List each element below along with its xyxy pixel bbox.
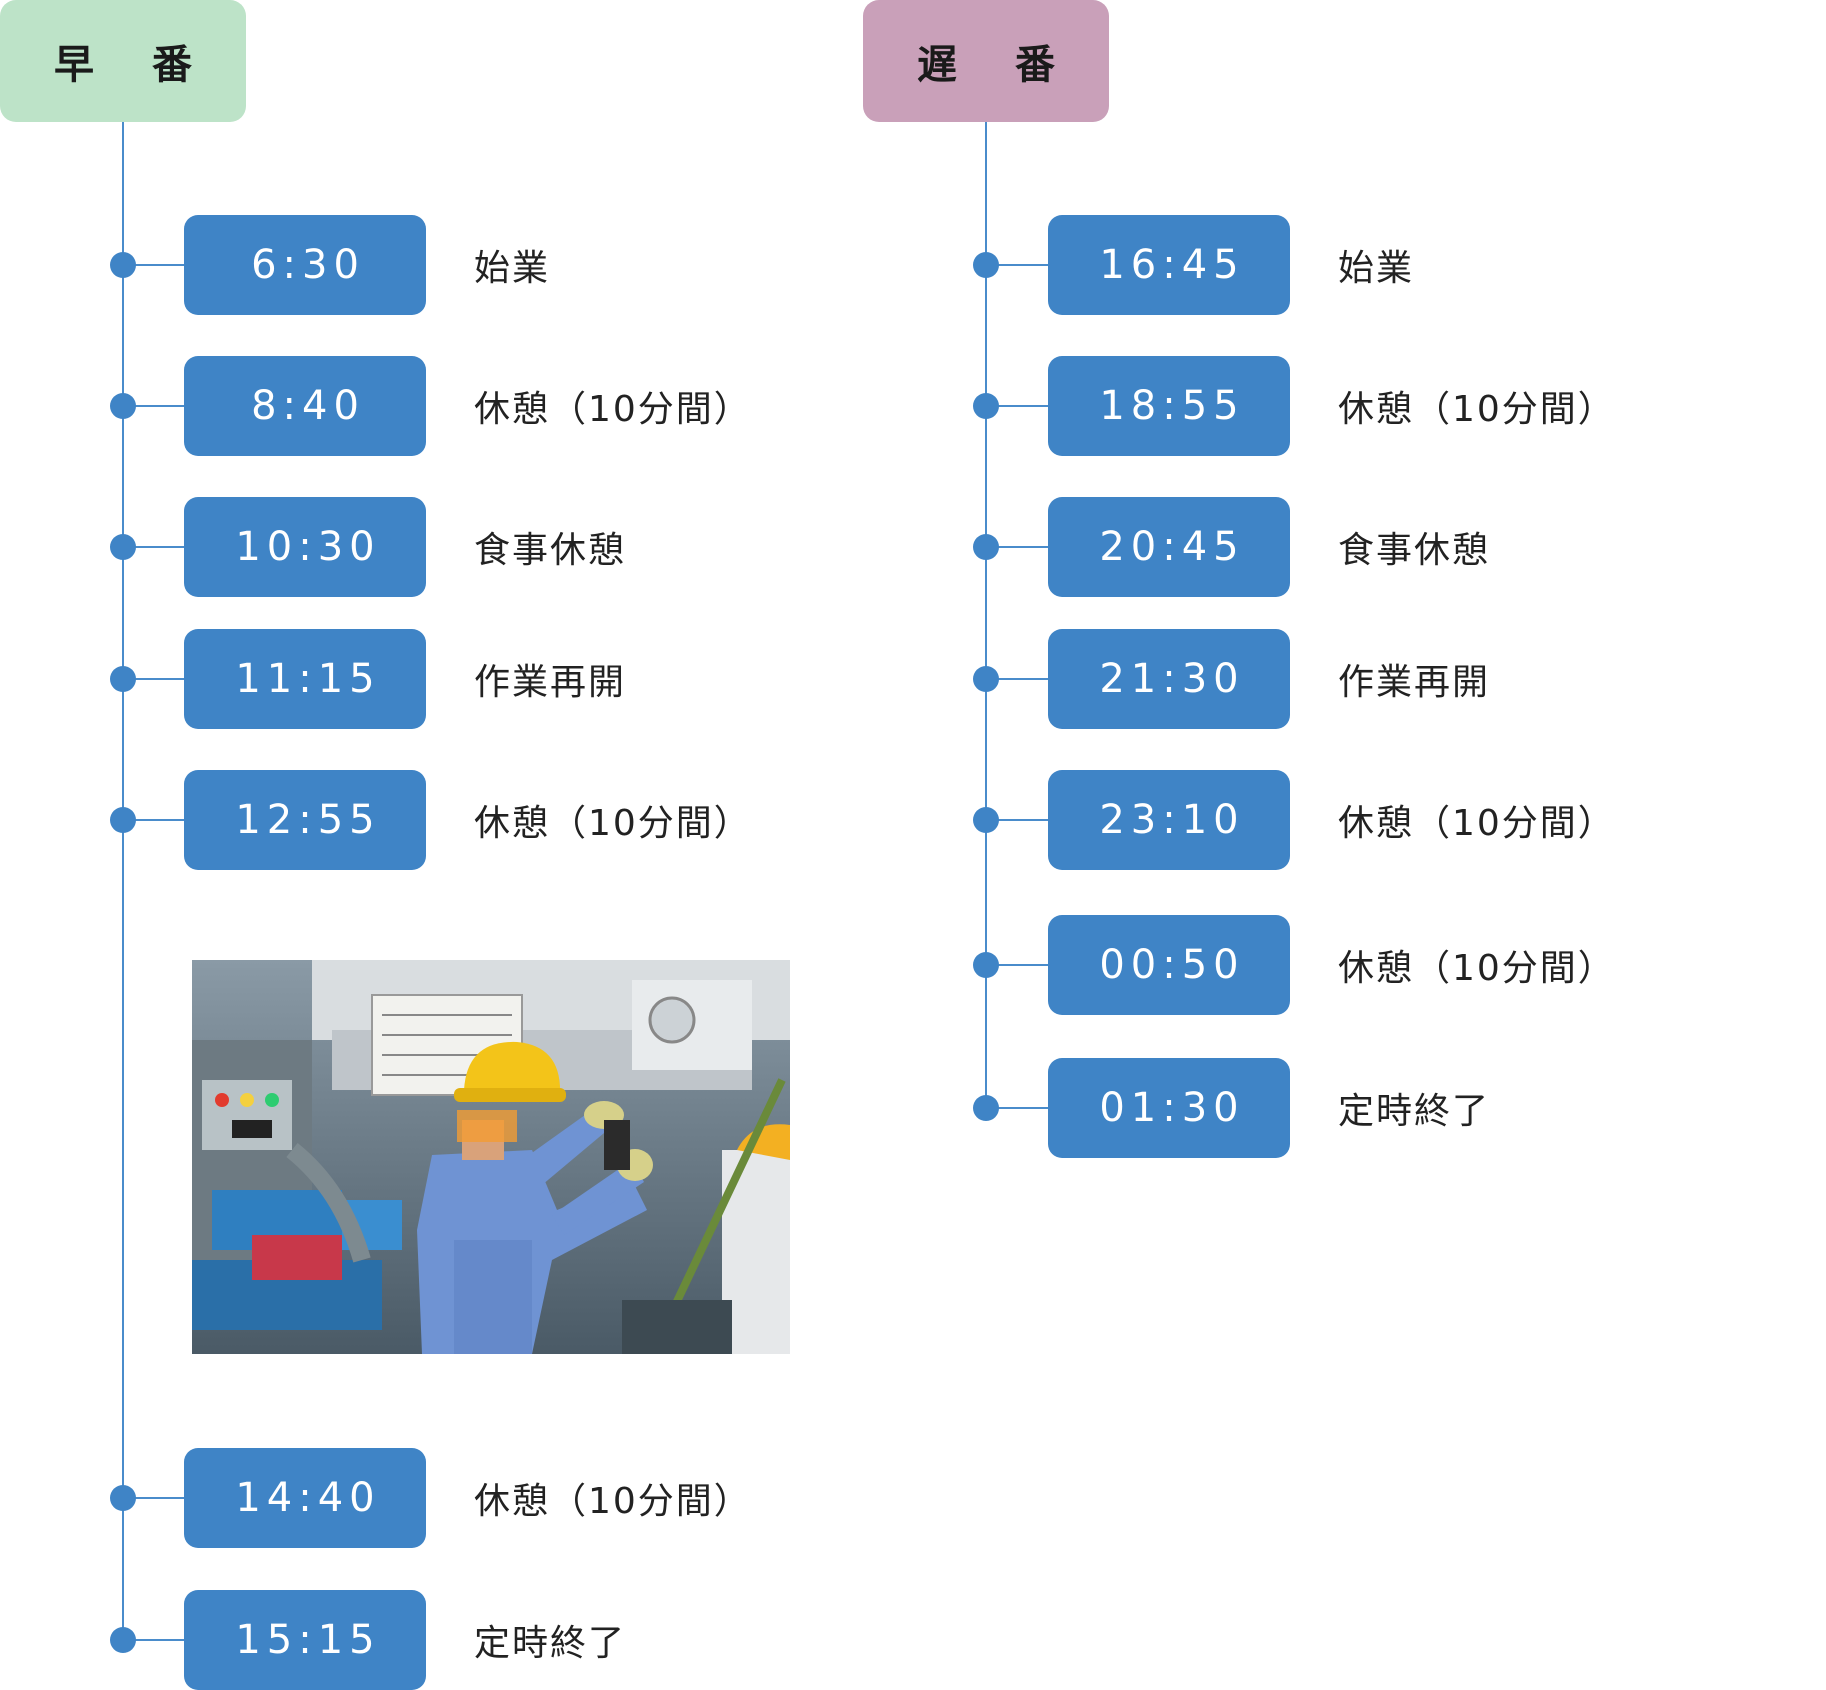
early-timeline-dot <box>110 1627 136 1653</box>
time-text: 11:15 <box>235 656 381 702</box>
late-connector <box>985 964 1048 966</box>
time-text: 00:50 <box>1099 942 1245 988</box>
late-timeline-dot <box>973 1095 999 1121</box>
early-time-badge: 14:40 <box>184 1448 426 1548</box>
event-text: 休憩（10分間） <box>474 803 752 844</box>
time-text: 6:30 <box>251 242 365 288</box>
early-event-label: 定時終了 <box>474 1590 626 1690</box>
event-text: 始業 <box>474 248 551 289</box>
event-text: 作業再開 <box>474 662 627 703</box>
event-text: 定時終了 <box>1338 1091 1491 1132</box>
event-text: 定時終了 <box>474 1623 627 1664</box>
late-time-badge: 21:30 <box>1048 629 1290 729</box>
late-timeline-dot <box>973 534 999 560</box>
time-text: 18:55 <box>1099 383 1245 429</box>
event-text: 作業再開 <box>1338 662 1491 703</box>
early-timeline-dot <box>110 393 136 419</box>
early-connector <box>122 405 184 407</box>
event-text: 休憩（10分間） <box>474 1481 752 1522</box>
early-event-label: 休憩（10分間） <box>474 770 752 870</box>
event-text: 休憩（10分間） <box>1338 803 1616 844</box>
early-connector <box>122 678 184 680</box>
early-event-label: 食事休憩 <box>474 497 626 597</box>
early-event-label: 休憩（10分間） <box>474 1448 752 1548</box>
early-connector <box>122 546 184 548</box>
event-text: 休憩（10分間） <box>474 389 752 430</box>
event-text: 休憩（10分間） <box>1338 389 1616 430</box>
time-text: 01:30 <box>1099 1085 1245 1131</box>
late-timeline-line <box>985 122 987 1109</box>
late-event-label: 始業 <box>1338 215 1414 315</box>
late-connector <box>985 264 1048 266</box>
late-connector <box>985 678 1048 680</box>
early-timeline-dot <box>110 534 136 560</box>
late-time-badge: 23:10 <box>1048 770 1290 870</box>
event-text: 休憩（10分間） <box>1338 948 1616 989</box>
late-time-badge: 01:30 <box>1048 1058 1290 1158</box>
late-event-label: 食事休憩 <box>1338 497 1490 597</box>
early-timeline-dot <box>110 1485 136 1511</box>
early-time-badge: 6:30 <box>184 215 426 315</box>
time-text: 21:30 <box>1099 656 1245 702</box>
early-time-badge: 8:40 <box>184 356 426 456</box>
late-shift-title: 遅 番 <box>917 42 1077 88</box>
late-time-badge: 00:50 <box>1048 915 1290 1015</box>
factory-worker-photo <box>192 960 790 1354</box>
late-event-label: 休憩（10分間） <box>1338 915 1616 1015</box>
late-timeline-dot <box>973 807 999 833</box>
late-event-label: 休憩（10分間） <box>1338 770 1616 870</box>
late-connector <box>985 405 1048 407</box>
early-shift-header: 早 番 <box>0 0 246 122</box>
event-text: 食事休憩 <box>474 530 627 571</box>
time-text: 20:45 <box>1099 524 1245 570</box>
early-timeline-line <box>122 122 124 1642</box>
late-event-label: 休憩（10分間） <box>1338 356 1616 456</box>
time-text: 15:15 <box>235 1617 381 1663</box>
time-text: 23:10 <box>1099 797 1245 843</box>
early-connector <box>122 264 184 266</box>
early-event-label: 始業 <box>474 215 550 315</box>
late-timeline-dot <box>973 666 999 692</box>
early-connector <box>122 1639 184 1641</box>
early-time-badge: 12:55 <box>184 770 426 870</box>
time-text: 12:55 <box>235 797 381 843</box>
early-shift-title: 早 番 <box>54 42 214 88</box>
early-timeline-dot <box>110 252 136 278</box>
late-time-badge: 18:55 <box>1048 356 1290 456</box>
late-timeline-dot <box>973 252 999 278</box>
time-text: 14:40 <box>235 1475 381 1521</box>
event-text: 始業 <box>1338 248 1415 289</box>
late-event-label: 作業再開 <box>1338 629 1490 729</box>
late-time-badge: 20:45 <box>1048 497 1290 597</box>
early-timeline-dot <box>110 666 136 692</box>
early-event-label: 作業再開 <box>474 629 626 729</box>
late-shift-header: 遅 番 <box>863 0 1109 122</box>
early-time-badge: 10:30 <box>184 497 426 597</box>
time-text: 16:45 <box>1099 242 1245 288</box>
time-text: 8:40 <box>251 383 365 429</box>
late-time-badge: 16:45 <box>1048 215 1290 315</box>
early-timeline-dot <box>110 807 136 833</box>
early-connector <box>122 819 184 821</box>
early-time-badge: 11:15 <box>184 629 426 729</box>
late-timeline-dot <box>973 952 999 978</box>
late-event-label: 定時終了 <box>1338 1058 1490 1158</box>
late-connector <box>985 819 1048 821</box>
late-connector <box>985 1107 1048 1109</box>
early-event-label: 休憩（10分間） <box>474 356 752 456</box>
late-connector <box>985 546 1048 548</box>
late-timeline-dot <box>973 393 999 419</box>
time-text: 10:30 <box>235 524 381 570</box>
early-time-badge: 15:15 <box>184 1590 426 1690</box>
early-connector <box>122 1497 184 1499</box>
event-text: 食事休憩 <box>1338 530 1491 571</box>
